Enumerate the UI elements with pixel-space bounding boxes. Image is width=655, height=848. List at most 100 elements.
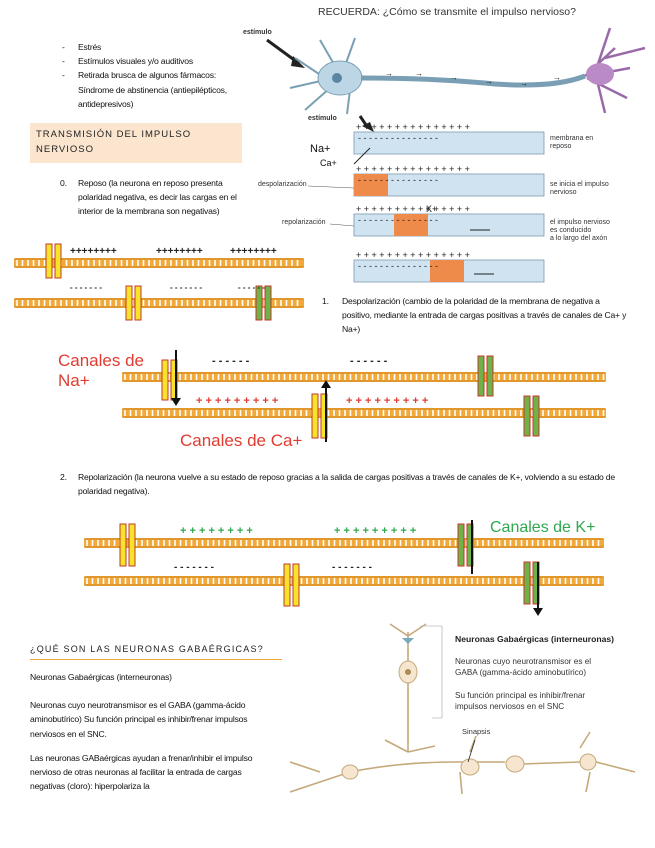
channel-green [486, 355, 494, 397]
membrane-charges: + + + + + + + + + + + + + + + [356, 250, 470, 260]
diagram-repolarizacion: Canales de K+ + + + + + + + ++ + + + + +… [84, 519, 604, 616]
membrane-charges: - - - - - - - - - - - - - - - [358, 175, 438, 185]
right-label-text: membrana en [550, 135, 593, 142]
step-number: 1. [322, 296, 329, 306]
step-1: 1. Despolarización (cambio de la polarid… [322, 294, 627, 337]
negative-charges: - - - - - - - [332, 562, 372, 573]
step-2: 2. Repolarización (la neurona vuelve a s… [60, 470, 620, 498]
neuron-illustration: estímulo → → → → → → [243, 27, 646, 115]
negative-charges: - - - - - - [212, 355, 250, 367]
step-number: 2. [60, 472, 67, 482]
positive-charges: + + + + + + + + + [334, 525, 416, 537]
depolarized-zone [354, 174, 388, 196]
ion-arrow [353, 147, 371, 165]
list-item: -Retirada brusca de algunos fármacos: Sí… [62, 70, 227, 109]
depolarized-zone [394, 214, 428, 236]
diagram-reposo: ++++++++++++++++++++++++- - - - - - -- -… [14, 243, 304, 321]
svg-text:→: → [520, 79, 528, 88]
positive-charges: + + + + + + + + + [346, 395, 428, 407]
svg-text:→: → [485, 77, 493, 86]
step-text: Reposo (la neurona en reposo presenta po… [78, 178, 237, 217]
arrow-head [533, 608, 543, 616]
channel-yellow [128, 523, 136, 567]
channel-yellow [125, 285, 133, 321]
channel-green [523, 395, 531, 437]
negative-charges: - - - - - - [350, 355, 388, 367]
axon-strip [353, 131, 545, 155]
svg-text:→: → [553, 73, 561, 82]
channel-yellow [134, 285, 142, 321]
channel-yellow [311, 393, 319, 439]
positive-charges: + + + + + + + + [180, 525, 253, 537]
synapse-label: Sinapsis [462, 727, 491, 736]
step-0: 0. Reposo (la neurona en reposo presenta… [60, 176, 250, 219]
channel-yellow [161, 359, 169, 401]
membrane-charges: - - - - - - - - - - - - - - - [358, 133, 438, 143]
gaba-fig-title: Neuronas Gabaérgicas (interneuronas) [455, 634, 614, 644]
membrane-charges: + + + + + + + + + + + + + + + [356, 204, 470, 214]
channel-green [477, 355, 485, 397]
membrane-layer [84, 538, 604, 548]
membrane-layer [122, 408, 606, 418]
membrane-sequence: estímulo Na+ Ca+ despolarización repolar… [258, 115, 610, 283]
channel-yellow [45, 243, 53, 279]
channel-green [523, 561, 531, 605]
channel-green [255, 285, 263, 321]
positive-charges: + + + + + + + + + [196, 395, 278, 407]
positive-charges: ++++++++ [230, 246, 277, 257]
membrane-charges: - - - - - - - - - - - - - - - [358, 215, 438, 225]
membrane-charges: + + + + + + + + + + + + + + + [356, 122, 470, 132]
step-text: Despolarización (cambio de la polaridad … [342, 296, 627, 335]
gaba-paragraph-2: Neuronas cuyo neurotransmisor es el GABA… [30, 700, 248, 739]
ion-k-label: K+ [426, 204, 437, 214]
channel-yellow [119, 523, 127, 567]
membrane-beads [86, 578, 600, 584]
membrane-beads [124, 410, 605, 416]
step-number: 0. [60, 178, 67, 188]
intro-list: -Estrés -Estímulos visuales y/o auditivo… [62, 40, 242, 111]
label-depolarizacion: despolarización [258, 181, 307, 188]
na-channels-label-2: Na+ [58, 371, 90, 390]
section-header-transmision: TRANSMISIÓN DEL IMPULSO NERVIOSO [30, 123, 242, 163]
section-title: TRANSMISIÓN DEL IMPULSO NERVIOSO [36, 129, 192, 155]
channel-green [457, 523, 465, 567]
membrane-charges: + + + + + + + + + + + + + + + [356, 164, 470, 174]
negative-charges: - - - - - - - [70, 283, 102, 292]
ca-channels-label: Canales de Ca+ [180, 431, 302, 450]
label-leader [329, 223, 355, 227]
arrow-head [321, 380, 331, 388]
gaba-text: Neuronas Gabaérgicas (interneuronas) Neu… [30, 670, 275, 793]
list-item: -Estrés [62, 42, 102, 52]
positive-charges: ++++++++ [156, 246, 203, 257]
svg-text:→: → [450, 73, 458, 82]
channel-green [532, 395, 540, 437]
negative-charges: - - - - - - [238, 283, 265, 292]
ion-ca-label: Ca+ [320, 158, 337, 168]
gaba-neurons-figure: Sinapsis Neuronas Gabaérgicas (interneur… [290, 623, 636, 795]
stimulus-label: estímulo [243, 29, 272, 36]
channel-yellow [283, 563, 291, 607]
recuerda-title: RECUERDA: ¿Cómo se transmite el impulso … [318, 6, 576, 18]
section-title: ¿QUÉ SON LAS NEURONAS GABAÉRGICAS? [30, 644, 264, 654]
membrane-layer [122, 372, 606, 382]
section-header-gaba: ¿QUÉ SON LAS NEURONAS GABAÉRGICAS? [30, 636, 282, 660]
svg-text:→: → [415, 69, 423, 78]
membrane-charges: - - - - - - - - - - - - - - - [358, 261, 438, 271]
arrow-head [171, 398, 181, 406]
channel-green [264, 285, 272, 321]
depolarized-zone [430, 260, 464, 282]
ion-na-label: Na+ [310, 143, 331, 155]
channel-yellow [292, 563, 300, 607]
list-item: -Estímulos visuales y/o auditivos [62, 56, 193, 67]
membrane-beads [86, 540, 600, 546]
channel-yellow [54, 243, 62, 279]
negative-charges: - - - - - - - [174, 562, 214, 573]
gaba-paragraph-3: Las neuronas GABaérgicas ayudan a frenar… [30, 752, 253, 792]
label-repolarizacion: repolarización [282, 219, 326, 226]
stimulus-label: estímulo [308, 115, 337, 122]
svg-text:→: → [385, 69, 393, 78]
diagram-despolarizacion: Canales de Na+ Canales de Ca+ - - - - - … [58, 350, 606, 450]
